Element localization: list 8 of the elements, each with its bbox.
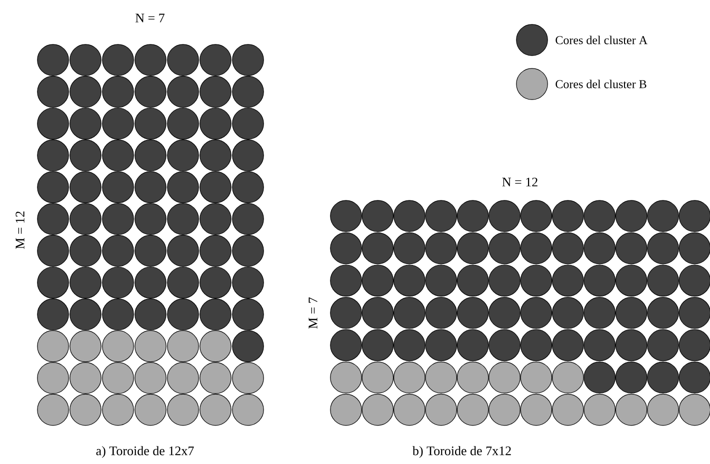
caption: a) Toroide de 12x7 [96, 446, 194, 458]
axis-label: M = 12 [16, 212, 24, 249]
axis-label: N = 7 [136, 14, 164, 22]
legend-label: Cores del cluster A [556, 36, 648, 44]
caption: b) Toroide de 7x12 [412, 446, 511, 458]
axis-label: N = 12 [502, 178, 538, 186]
legend-label: Cores del cluster B [556, 80, 646, 88]
axis-label: M = 7 [308, 297, 318, 329]
